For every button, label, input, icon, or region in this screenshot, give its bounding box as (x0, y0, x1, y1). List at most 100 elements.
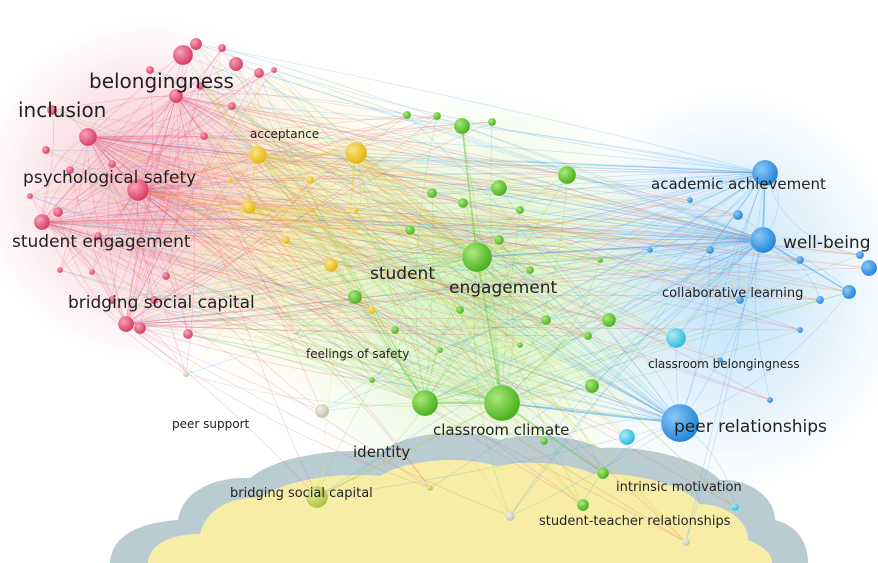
edge-41 (273, 69, 503, 404)
edge-311 (87, 136, 478, 258)
edge-255 (137, 105, 233, 191)
edge-149 (498, 224, 764, 241)
node-9 (46, 104, 58, 116)
node-peer-support (314, 403, 330, 419)
edge-88 (41, 221, 426, 404)
edge-84 (258, 72, 426, 404)
edge-396 (41, 174, 568, 223)
node-classroom-belongingness (665, 327, 687, 349)
edge-389 (41, 152, 357, 223)
label-classroom-climate: classroom climate (433, 421, 570, 439)
edge-310 (87, 136, 231, 181)
edge-318 (87, 121, 493, 138)
edge-174 (87, 136, 766, 174)
edge-216 (137, 189, 681, 424)
edge-513 (355, 152, 500, 241)
edge-224 (59, 269, 681, 424)
label-intrinsic-motivation: intrinsic motivation (616, 480, 742, 495)
edge-strong-575 (137, 189, 478, 258)
edge-303 (87, 135, 205, 140)
edge-405 (41, 221, 297, 333)
edge-strong-573 (476, 239, 764, 258)
node-18 (182, 328, 194, 340)
edge-6 (137, 189, 478, 258)
edge-315 (87, 136, 500, 241)
edge-535 (51, 109, 250, 208)
edge-267 (137, 173, 568, 191)
edge-305 (59, 136, 89, 271)
edge-563 (248, 206, 870, 269)
edge-148 (462, 202, 764, 241)
edge-39 (476, 249, 711, 260)
edge-327 (87, 136, 764, 241)
edge-441 (125, 269, 531, 325)
edge-552 (248, 206, 610, 321)
edge-344 (175, 89, 233, 107)
edge-551 (248, 206, 547, 321)
node-46 (426, 187, 438, 199)
edge-275 (137, 189, 396, 331)
edge-557 (248, 206, 396, 331)
edge-328 (87, 136, 766, 174)
edge-436 (125, 239, 287, 325)
edge-207 (738, 172, 766, 301)
edge-391 (41, 221, 332, 266)
node-82 (815, 295, 825, 305)
node-56 (402, 110, 412, 120)
edge-114 (316, 402, 426, 498)
node-student-engagement-center (461, 241, 493, 273)
edge-341 (111, 95, 177, 301)
edge-404 (41, 220, 601, 261)
edge-433 (125, 154, 259, 325)
edge-529 (355, 152, 736, 508)
node-55 (487, 117, 497, 127)
edge-561 (248, 206, 297, 333)
edge-212 (258, 72, 681, 424)
edge-287 (137, 189, 651, 251)
edge-466 (187, 154, 259, 335)
edge-81 (195, 43, 426, 404)
edge-24 (476, 256, 593, 387)
edge-339 (125, 95, 177, 325)
edge-329 (87, 136, 850, 293)
edge-188 (285, 172, 766, 241)
edge-386 (41, 85, 201, 223)
edges-layer (29, 43, 870, 543)
edge-393 (41, 203, 357, 223)
edge-523 (316, 152, 357, 498)
edge-414 (41, 221, 801, 331)
node-60 (368, 376, 376, 384)
edge-122 (182, 54, 764, 241)
edge-460 (125, 249, 651, 325)
edge-95 (355, 152, 426, 404)
edge-145 (424, 239, 764, 404)
edge-497 (257, 154, 687, 543)
edge-93 (29, 195, 426, 404)
edge-80 (182, 54, 426, 404)
edge-475 (257, 154, 568, 180)
edge-135 (139, 239, 764, 329)
edge-392 (41, 221, 373, 311)
edge-530 (355, 152, 687, 543)
node-91 (730, 502, 740, 512)
edge-37 (476, 256, 628, 438)
edge-277 (137, 189, 584, 506)
edge-251 (137, 72, 260, 191)
edge-501 (41, 152, 357, 223)
edge-394 (41, 221, 478, 258)
edge-211 (175, 95, 681, 424)
edge-458 (125, 199, 691, 325)
edge-569 (248, 206, 861, 256)
edge-36 (476, 256, 677, 339)
edge-498 (258, 72, 357, 154)
edge-432 (29, 195, 127, 325)
node-57 (515, 205, 525, 215)
edge-105 (424, 319, 610, 404)
label-belongingness: belongingness (89, 69, 234, 93)
edge-9 (139, 256, 478, 329)
edge-281 (137, 189, 850, 293)
edge-431 (125, 85, 201, 325)
edge-150 (529, 239, 764, 271)
edge-317 (87, 136, 610, 321)
edge-231 (354, 296, 681, 424)
